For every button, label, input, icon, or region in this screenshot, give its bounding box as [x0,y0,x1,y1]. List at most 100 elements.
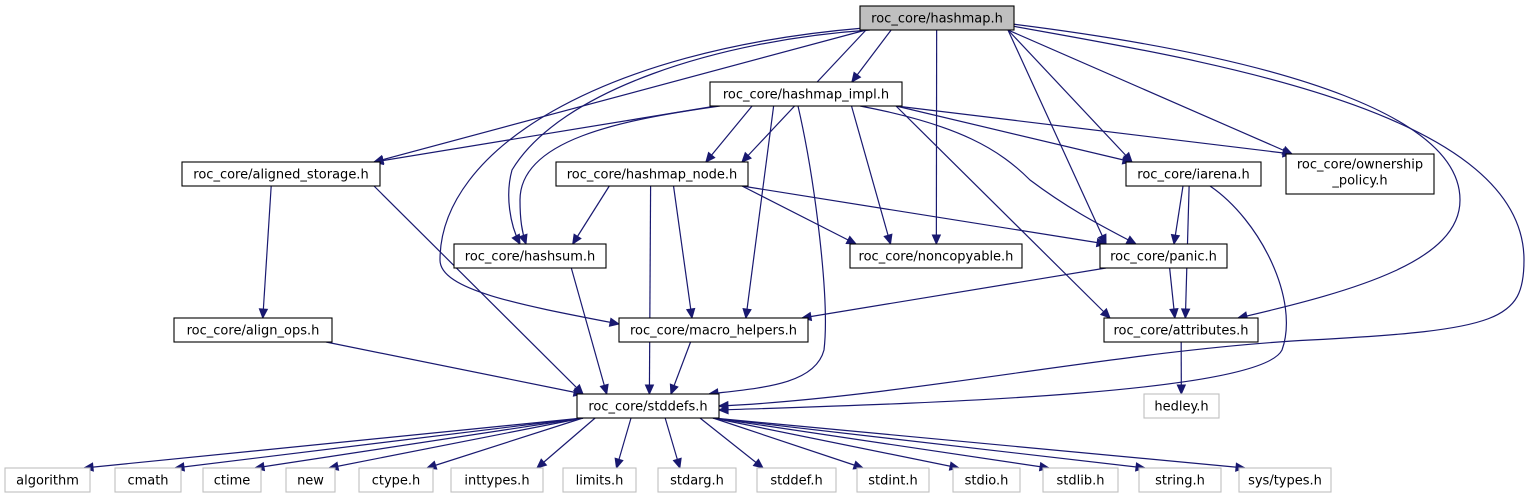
edge-stddefs-to-stdarg [664,417,682,470]
arrowhead-icon [1170,233,1181,246]
node-label: roc_core/hashmap.h [871,12,1003,27]
edge-macro-to-stddefs [669,341,692,396]
arrowhead-icon [572,233,582,246]
edge-impl-to-iarena [895,105,1134,165]
node-box [285,467,336,493]
edge-hashmap-to-iarena [1007,29,1133,163]
edge-hashmap-to-impl [851,29,892,83]
node-box [1138,467,1222,493]
node-label: new [297,474,324,489]
arrowhead-icon [511,233,521,246]
arrowhead-icon [931,234,942,246]
edge-stddefs-to-inttypes [536,417,596,469]
node-ctime[interactable]: ctime [202,467,262,493]
edge-node-to-stddefs [644,185,655,396]
node-hedley[interactable]: hedley.h [1143,393,1220,419]
node-string[interactable]: string.h [1138,467,1222,493]
node-limits[interactable]: limits.h [562,467,637,493]
node-label: cmath [127,474,168,489]
arrowhead-icon [1097,233,1107,246]
node-macro[interactable]: roc_core/macro_helpers.h [618,317,809,343]
node-box [756,467,837,493]
edge-stddefs-to-algorithm [82,417,584,472]
node-label: inttypes.h [464,474,529,489]
edge-aligned-to-stddefs [373,185,584,395]
node-label: algorithm [16,474,79,489]
edge-hashmap-to-ownership [1007,29,1294,155]
node-box [450,467,544,493]
node-stddef[interactable]: stddef.h [756,467,837,493]
edge-impl-to-macro [742,105,775,320]
edge-iarena-to-panic [1170,185,1184,246]
arrowhead-icon [717,404,729,415]
node-attributes[interactable]: roc_core/attributes.h [1103,317,1259,343]
node-box [856,467,930,493]
node-label: stdarg.h [670,474,724,489]
node-new[interactable]: new [285,467,336,493]
node-cmath[interactable]: cmath [114,467,182,493]
node-label: roc_core/align_ops.h [187,324,320,339]
node-box [4,467,91,493]
edge-node-to-macro [672,185,696,320]
arrowhead-icon [599,383,609,396]
node-box [1103,317,1259,343]
arrowhead-icon [1180,308,1191,320]
node-stdarg[interactable]: stdarg.h [657,467,737,493]
node-box [859,5,1015,31]
node-alignops[interactable]: roc_core/align_ops.h [173,317,333,343]
node-box [952,467,1021,493]
node-label: roc_core/attributes.h [1113,324,1248,339]
arrowhead-icon [1099,307,1111,319]
arrowhead-icon [669,383,679,396]
node-label: stdint.h [868,474,917,489]
node-label: string.h [1155,474,1205,489]
arrowhead-icon [851,71,862,83]
node-box [849,243,1023,269]
node-ctype[interactable]: ctype.h [358,467,434,493]
node-box [1125,161,1262,187]
arrowhead-icon [705,151,716,163]
arrowhead-icon [536,458,548,469]
node-box [618,317,809,343]
edge-impl-to-noncopyable [850,105,893,246]
arrowhead-icon [741,151,752,163]
node-node[interactable]: roc_core/hashmap_node.h [555,161,749,187]
node-box [1143,393,1220,419]
node-ownership[interactable]: roc_core/ownership_policy.h [1285,153,1435,195]
node-inttypes[interactable]: inttypes.h [450,467,544,493]
node-stdlib[interactable]: stdlib.h [1042,467,1119,493]
node-panic[interactable]: roc_core/panic.h [1099,243,1228,269]
arrowhead-icon [518,233,528,246]
edge-hashmap-to-hashsum [508,29,871,246]
node-box [562,467,637,493]
node-box [1285,153,1435,195]
node-box [657,467,737,493]
edge-aligned-to-alignops [258,185,272,320]
node-hashmap[interactable]: roc_core/hashmap.h [859,5,1015,31]
node-aligned[interactable]: roc_core/aligned_storage.h [181,161,381,187]
node-systypes[interactable]: sys/types.h [1238,467,1332,493]
node-algorithm[interactable]: algorithm [4,467,91,493]
node-stdio[interactable]: stdio.h [952,467,1021,493]
node-label: roc_core/hashmap_impl.h [723,88,889,103]
edge-impl-to-panic [859,105,1138,245]
node-stddefs[interactable]: roc_core/stddefs.h [576,393,720,419]
node-label: roc_core/iarena.h [1137,168,1249,183]
node-hashsum[interactable]: roc_core/hashsum.h [453,243,607,269]
edge-hashmap-to-noncopyable [931,29,942,246]
edge-alignops-to-stddefs [325,341,585,397]
node-label: hedley.h [1154,400,1208,415]
edge-impl-to-hashsum [518,105,721,246]
node-box [181,161,381,187]
node-impl[interactable]: roc_core/hashmap_impl.h [709,81,903,107]
node-box [1099,243,1228,269]
node-noncopyable[interactable]: roc_core/noncopyable.h [849,243,1023,269]
node-stdint[interactable]: stdint.h [856,467,930,493]
arrowhead-icon [614,457,624,470]
edge-hashsum-to-stddefs [570,267,609,396]
edge-node-to-hashsum [572,185,610,246]
node-iarena[interactable]: roc_core/iarena.h [1125,161,1262,187]
arrowhead-icon [608,317,621,327]
edge-panic-to-attributes [1169,267,1179,320]
node-label: roc_core/hashmap_node.h [567,168,738,183]
